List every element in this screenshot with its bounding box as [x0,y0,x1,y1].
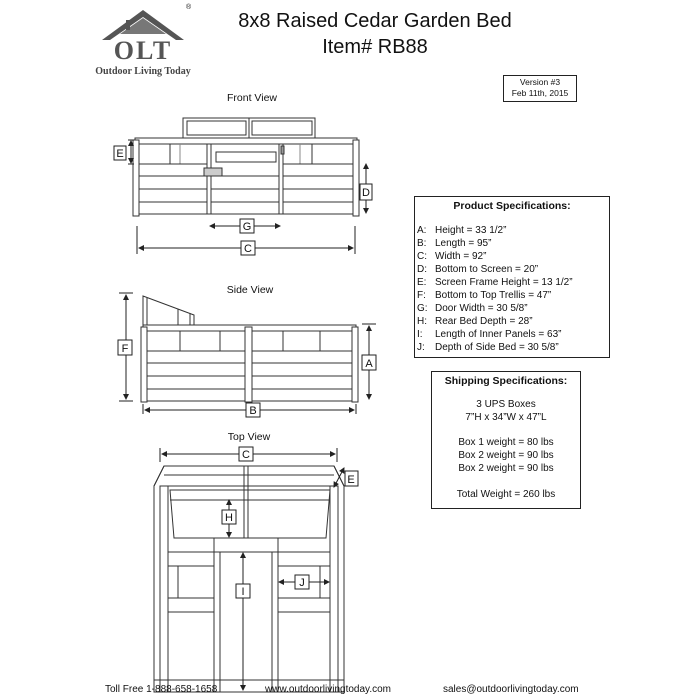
spec-letter: G: [417,303,428,314]
item-number: Item# RB88 [322,36,428,58]
front-view-label: Front View [227,92,277,104]
version-number: Version #3 [519,77,561,87]
registered-mark: ® [186,4,192,11]
front-view-drawing [132,117,360,217]
spec-letter: D: [417,264,427,275]
top-view-drawing [153,465,345,693]
version-box: Version #3 Feb 11th, 2015 [503,75,577,102]
spec-letter: H: [417,316,427,327]
footer-email[interactable]: sales@outdoorlivingtoday.com [443,684,579,695]
version-date: Feb 11th, 2015 [511,88,569,98]
shipping-weight: Box 2 weight = 90 lbs [458,463,554,474]
top-view-label: Top View [227,431,271,443]
side-view-dimensions [117,292,377,418]
spec-text: Screen Frame Height = 13 1/2” [435,277,573,288]
top-dim-i: I [241,586,244,598]
top-view-dimensions [159,446,359,691]
spec-text: Depth of Side Bed = 30 5/8” [435,342,559,353]
top-dim-h: H [225,512,233,524]
spec-text: Bottom to Top Trellis = 47” [435,290,552,301]
shipping-box-count: 3 UPS Boxes [476,399,536,410]
shipping-total-weight: Total Weight = 260 lbs [456,489,556,500]
spec-text: Height = 33 1/2” [435,225,507,236]
side-dim-f: F [122,343,129,355]
footer-website[interactable]: www.outdoorlivingtoday.com [265,684,391,695]
shipping-weight: Box 1 weight = 80 lbs [458,437,554,448]
side-view-label: Side View [226,284,274,296]
shipping-specifications-title: Shipping Specifications: [444,375,568,387]
company-logo: ® OLT Outdoor Living Today [88,4,198,77]
product-specifications-title: Product Specifications: [453,200,571,212]
document-title: 8x8 Raised Cedar Garden Bed [238,10,512,32]
spec-text: Door Width = 30 5/8” [435,303,528,314]
spec-letter: C: [417,251,427,262]
front-dim-c: C [244,243,252,255]
front-view-dimensions [113,139,373,256]
side-view-drawing [140,295,359,403]
top-dim-e: E [347,474,354,486]
house-roof-icon [102,10,184,40]
product-specifications-box: Product Specifications: A: Height = 33 1/… [414,196,610,358]
top-dim-j: J [299,577,305,589]
front-dim-e: E [116,148,123,160]
spec-text: Rear Bed Depth = 28” [435,316,533,327]
top-dim-c: C [242,449,250,461]
spec-letter: F: [417,290,426,301]
spec-letter: E: [417,277,427,288]
logo-abbreviation: OLT [113,36,173,65]
spec-text: Length of Inner Panels = 63” [435,329,562,340]
side-dim-a: A [365,358,373,370]
spec-letter: A: [417,225,427,236]
spec-text: Width = 92” [435,251,487,262]
shipping-box-dimensions: 7”H x 34”W x 47”L [465,412,547,423]
logo-tagline: Outdoor Living Today [95,66,191,77]
front-dim-d: D [362,187,370,199]
spec-text: Length = 95” [435,238,492,249]
shipping-weight: Box 2 weight = 90 lbs [458,450,554,461]
side-dim-b: B [249,405,256,417]
spec-letter: J: [417,342,425,353]
spec-letter: B: [417,238,427,249]
front-dim-g: G [243,221,252,233]
footer-phone: Toll Free 1-888-658-1658 [105,684,218,695]
shipping-specifications-box: Shipping Specifications: 3 UPS Boxes 7”H… [431,371,581,509]
spec-text: Bottom to Screen = 20” [435,264,539,275]
spec-letter: I: [417,329,423,340]
